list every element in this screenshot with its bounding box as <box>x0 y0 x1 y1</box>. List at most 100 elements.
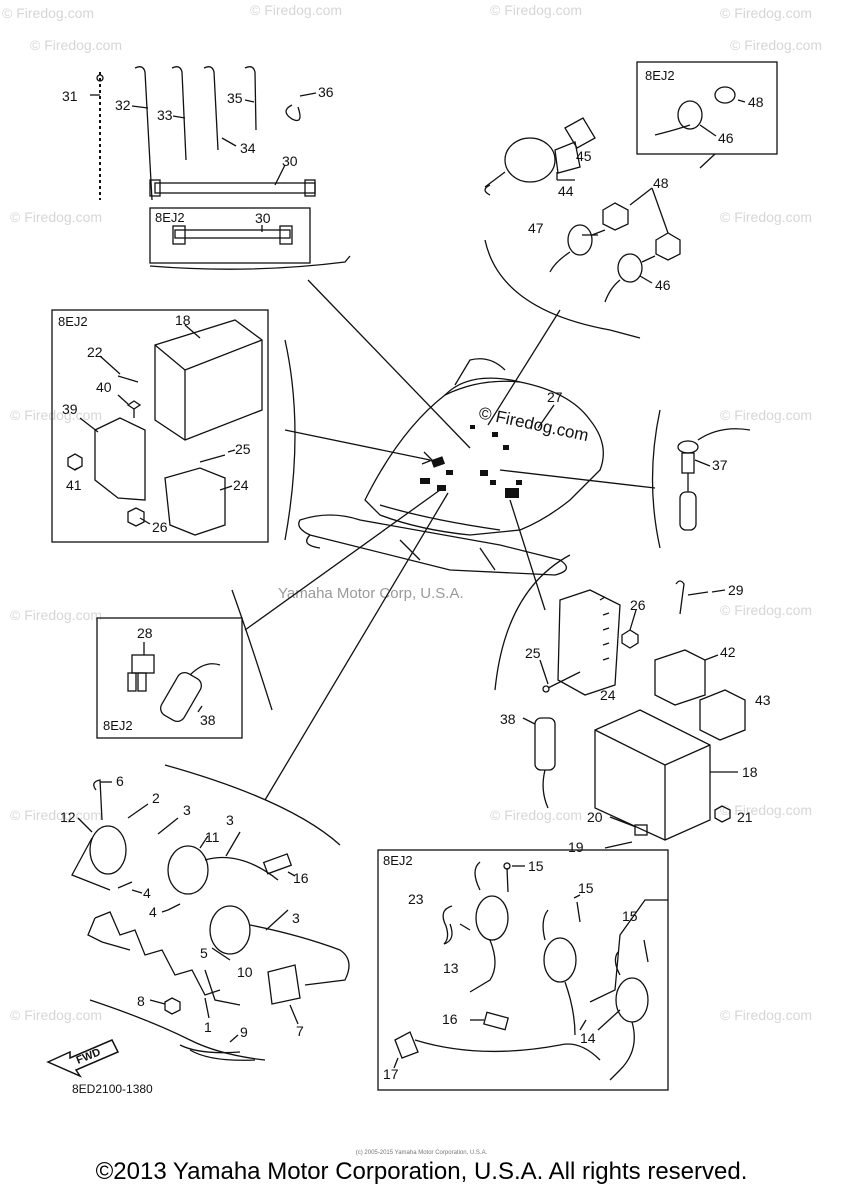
variant-label: 8EJ2 <box>58 314 88 329</box>
leader-lines <box>244 279 656 801</box>
callout-9: 9 <box>240 1024 248 1040</box>
callout-30: 30 <box>255 210 271 226</box>
watermark: © Firedog.com <box>490 807 582 823</box>
variant-label: 8EJ2 <box>103 718 133 733</box>
callout-21: 21 <box>737 809 753 825</box>
variant-label: 8EJ2 <box>383 853 413 868</box>
callout-48: 48 <box>748 94 764 110</box>
callout-40: 40 <box>96 379 112 395</box>
callout-15: 15 <box>622 908 638 924</box>
callout-13: 13 <box>443 960 459 976</box>
callout-19: 19 <box>568 839 584 855</box>
fwd-arrow-icon: FWD <box>46 1039 120 1078</box>
copyright-footer: ©2013 Yamaha Motor Corporation, U.S.A. A… <box>95 1158 748 1185</box>
callout-3: 3 <box>183 802 191 818</box>
callout-45: 45 <box>576 148 592 164</box>
watermark: © Firedog.com <box>720 1007 812 1023</box>
callout-6: 6 <box>116 773 124 789</box>
callout-31: 31 <box>62 88 78 104</box>
callout-4: 4 <box>143 885 151 901</box>
variant-box-cdi <box>51 309 296 543</box>
callout-26: 26 <box>152 519 168 535</box>
ignition-coil-group <box>71 764 350 1061</box>
variant-label: 8EJ2 <box>645 68 675 83</box>
variant-label: 8EJ2 <box>155 210 185 225</box>
watermark: © Firedog.com <box>720 802 812 818</box>
callout-29: 29 <box>728 582 744 598</box>
callout-20: 20 <box>587 809 603 825</box>
callout-43: 43 <box>755 692 771 708</box>
callout-2: 2 <box>152 790 160 806</box>
callout-35: 35 <box>227 90 243 106</box>
watermark: © Firedog.com <box>720 209 812 225</box>
callout-5: 5 <box>200 945 208 961</box>
variant-box-rod <box>149 207 351 270</box>
callout-14: 14 <box>580 1030 596 1046</box>
cable-group <box>90 66 317 201</box>
watermark: © Firedog.com <box>10 1007 102 1023</box>
callout-24: 24 <box>233 477 249 493</box>
callout-18: 18 <box>175 312 191 328</box>
callout-18: 18 <box>742 764 758 780</box>
callout-16: 16 <box>442 1011 458 1027</box>
callout-33: 33 <box>157 107 173 123</box>
callout-15: 15 <box>578 880 594 896</box>
callout-8: 8 <box>137 993 145 1009</box>
callout-38: 38 <box>500 711 516 727</box>
watermark: © Firedog.com <box>720 5 812 21</box>
callout-3: 3 <box>292 910 300 926</box>
callout-16: 16 <box>293 870 309 886</box>
watermark: © Firedog.com <box>10 607 102 623</box>
watermark: © Firedog.com <box>720 407 812 423</box>
callout-4: 4 <box>149 904 157 920</box>
watermark: © Firedog.com <box>2 5 94 21</box>
callout-3: 3 <box>226 812 234 828</box>
callout-24: 24 <box>600 687 616 703</box>
callout-42: 42 <box>720 644 736 660</box>
callout-7: 7 <box>296 1023 304 1039</box>
watermark: © Firedog.com <box>10 807 102 823</box>
callout-37: 37 <box>712 457 728 473</box>
callout-46: 46 <box>718 130 734 146</box>
callout-11: 11 <box>205 829 220 845</box>
wiring-marks <box>420 425 522 498</box>
watermark: © Firedog.com <box>490 2 582 18</box>
watermark: © Firedog.com <box>10 407 102 423</box>
snowmobile-outline <box>298 358 604 576</box>
callout-25: 25 <box>235 441 251 457</box>
callout-38: 38 <box>200 712 216 728</box>
callout-27: 27 <box>547 389 563 405</box>
center-watermark: Yamaha Motor Corp, U.S.A. <box>278 585 464 602</box>
watermark: © Firedog.com <box>730 37 822 53</box>
watermark: © Firedog.com <box>10 209 102 225</box>
variant-box-condenser <box>96 589 273 739</box>
callout-1: 1 <box>204 1019 212 1035</box>
callout-44: 44 <box>558 183 574 199</box>
callout-41: 41 <box>66 477 82 493</box>
callout-36: 36 <box>318 84 334 100</box>
firedog-logo: © Firedog.com <box>477 403 590 445</box>
callout-26: 26 <box>630 597 646 613</box>
sensor-group <box>651 409 751 549</box>
background-watermarks: © Firedog.com © Firedog.com © Firedog.co… <box>2 2 822 1023</box>
callout-32: 32 <box>115 97 131 113</box>
callout-15: 15 <box>528 858 544 874</box>
callout-23: 23 <box>408 891 424 907</box>
part-code: 8ED2100-1380 <box>72 1082 153 1096</box>
electrical-group <box>494 554 746 849</box>
callout-30: 30 <box>282 153 298 169</box>
variant-box-coils <box>377 849 669 1091</box>
callout-10: 10 <box>237 964 253 980</box>
small-print: (c) 2005-2015 Yamaha Motor Corporation, … <box>355 1150 488 1156</box>
switch-group <box>484 61 778 339</box>
callout-34: 34 <box>240 140 256 156</box>
watermark: © Firedog.com <box>720 602 812 618</box>
callout-17: 17 <box>383 1066 399 1082</box>
callout-48: 48 <box>653 175 669 191</box>
callout-39: 39 <box>62 401 78 417</box>
watermark: © Firedog.com <box>250 2 342 18</box>
callout-47: 47 <box>528 220 544 236</box>
callout-12: 12 <box>60 809 76 825</box>
callout-46: 46 <box>655 277 671 293</box>
